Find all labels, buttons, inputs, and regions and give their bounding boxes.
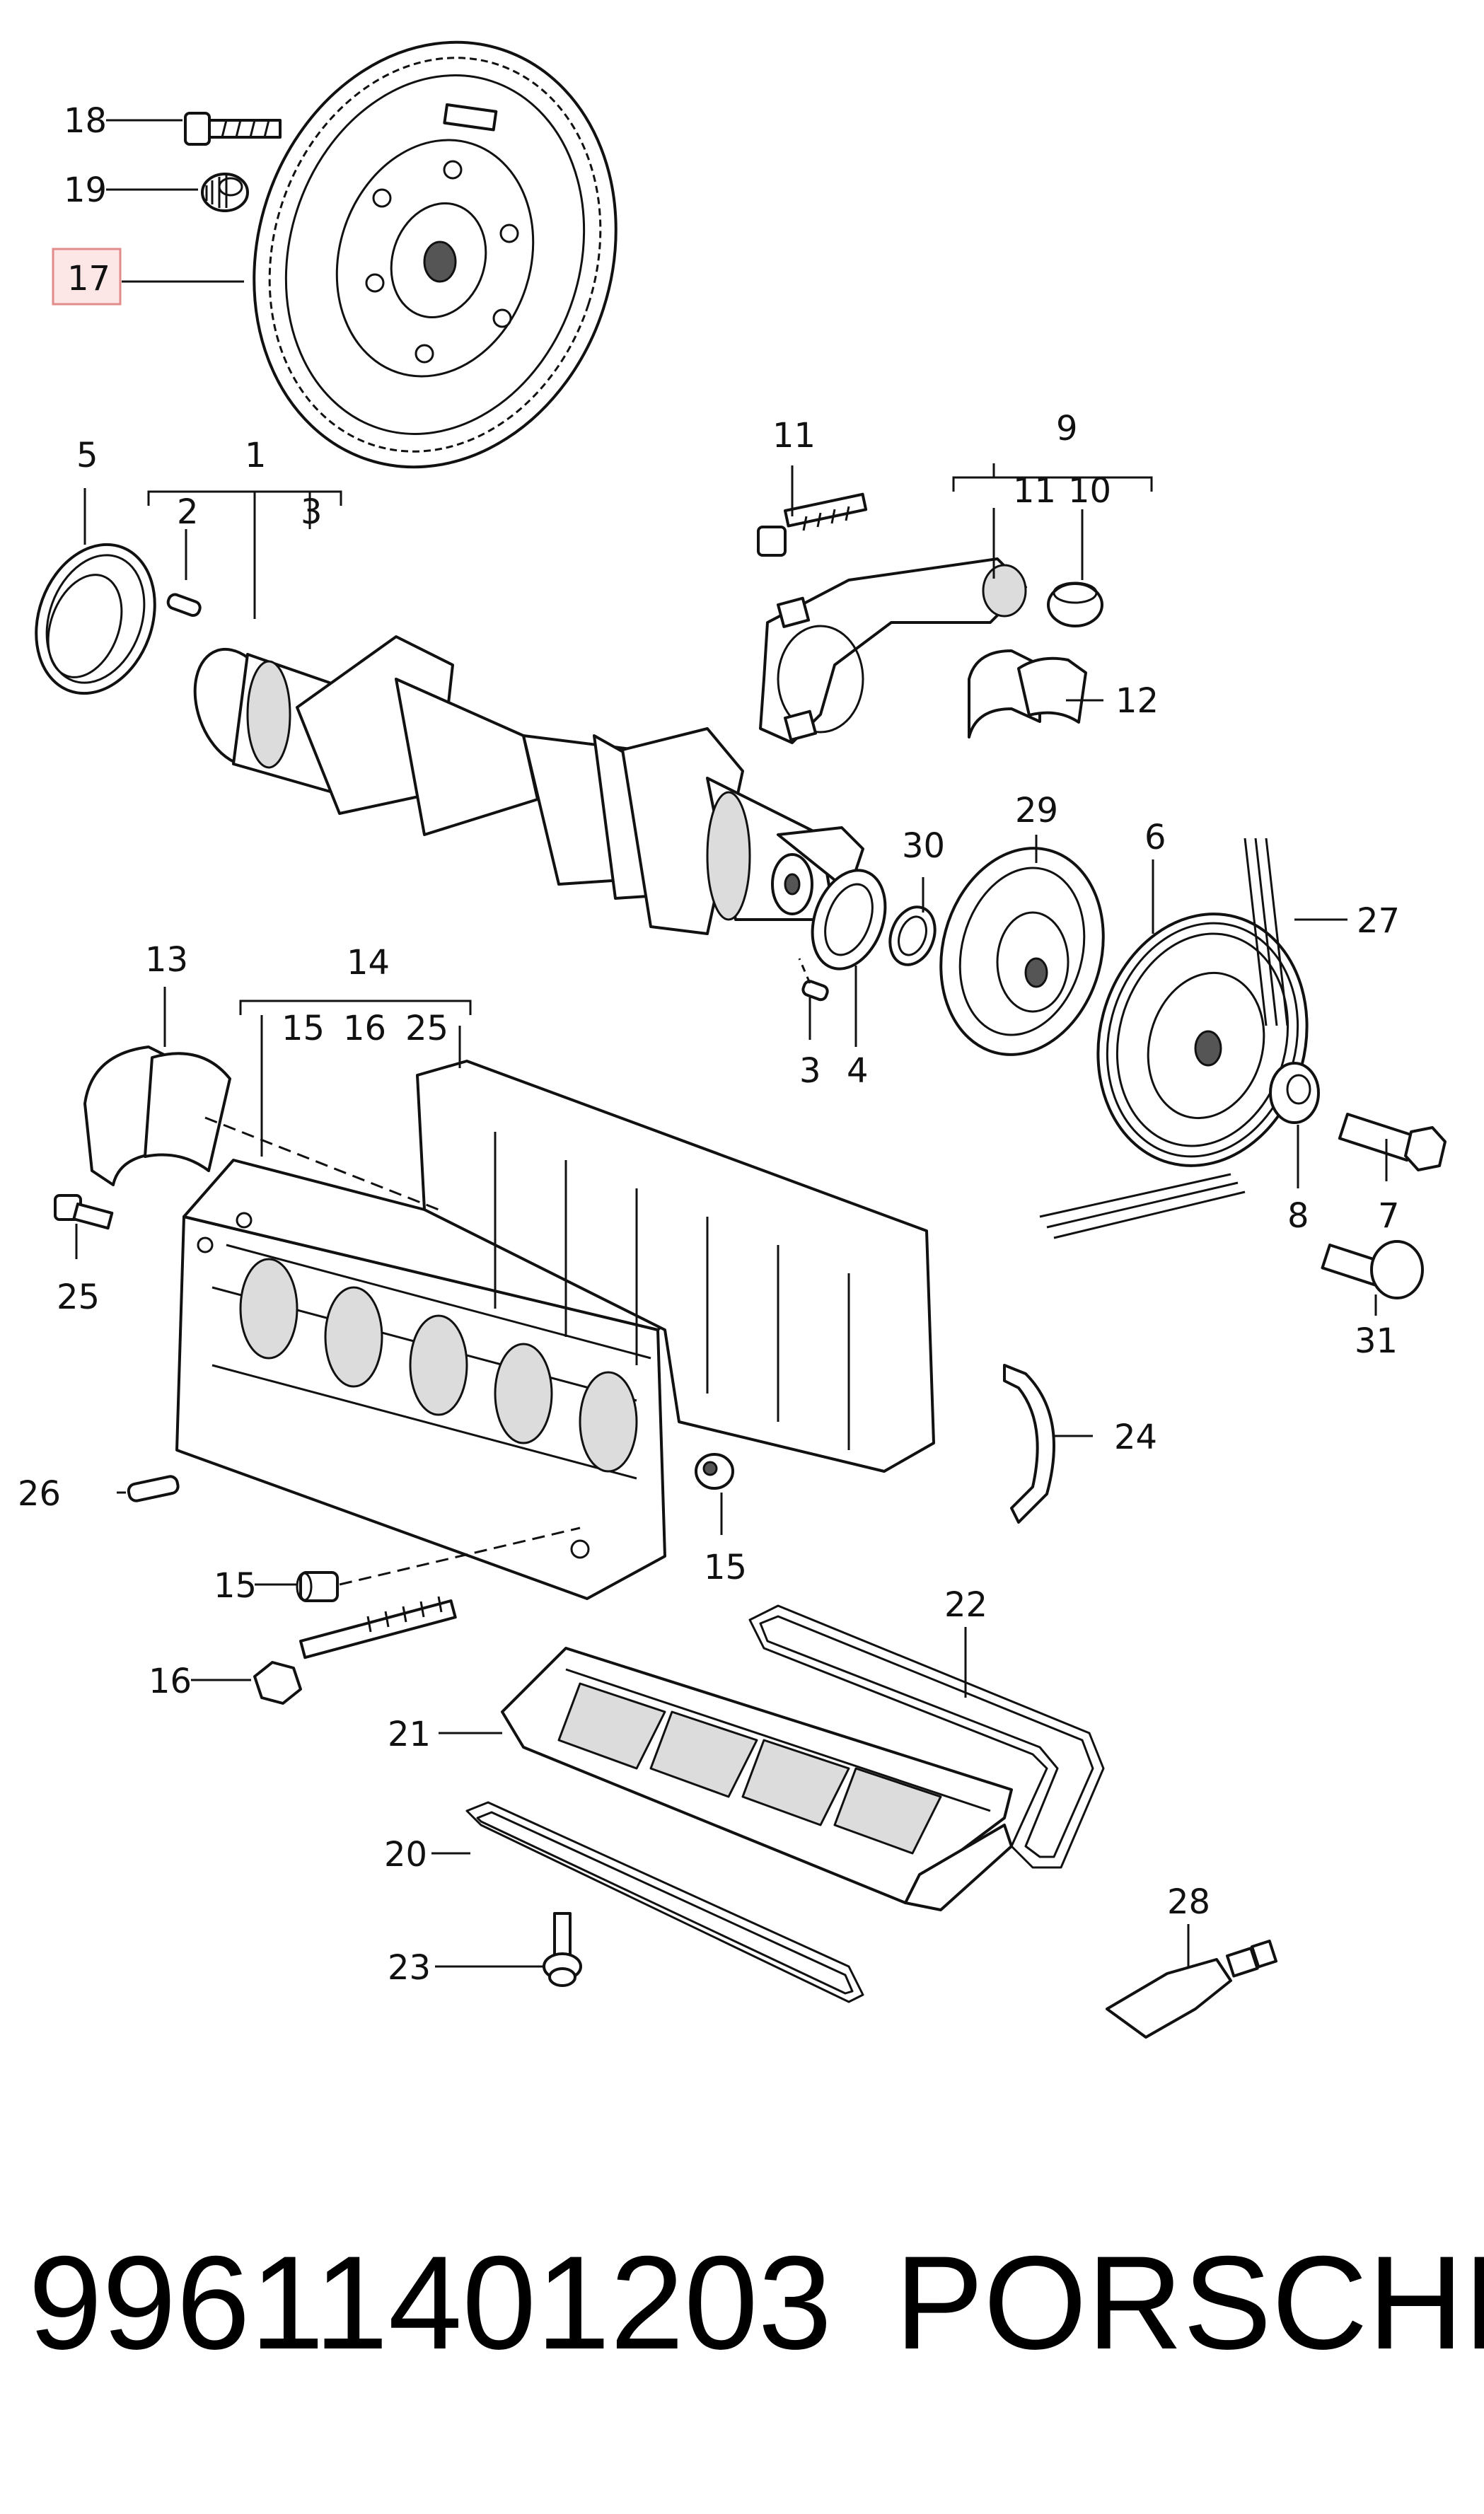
label-11-rod: 11	[1013, 471, 1056, 511]
label-15-left: 15	[214, 1566, 257, 1606]
label-14: 14	[347, 943, 390, 983]
dowel-sleeve[interactable]	[695, 1453, 734, 1490]
oil-jet-stud[interactable]	[54, 1194, 114, 1230]
label-11-bolt: 11	[772, 416, 816, 456]
label-24: 24	[1114, 1418, 1157, 1457]
label-21: 21	[388, 1715, 431, 1754]
oil-pan-gasket-upper[interactable]	[748, 1604, 1105, 1869]
crankcase-through-bolt[interactable]	[253, 1596, 457, 1705]
label-22: 22	[944, 1585, 987, 1625]
conrod-bearing-shells[interactable]	[968, 649, 1087, 738]
flange-bolt[interactable]	[1321, 1240, 1424, 1299]
flywheel-bolt[interactable]	[184, 112, 282, 146]
label-29: 29	[1015, 791, 1058, 830]
label-10: 10	[1068, 471, 1111, 511]
conrod-bolt[interactable]	[757, 492, 868, 557]
label-12: 12	[1115, 681, 1159, 721]
guide-pin[interactable]	[127, 1475, 180, 1502]
crankshaft[interactable]	[180, 635, 864, 935]
label-31: 31	[1355, 1321, 1398, 1361]
sealant-tube[interactable]	[1106, 1939, 1277, 2039]
label-2: 2	[177, 492, 199, 532]
flywheel-bushing[interactable]	[201, 173, 249, 212]
pulley-bolt[interactable]	[1338, 1113, 1447, 1171]
leader-lines	[75, 119, 1388, 1968]
sleeve-insert[interactable]	[296, 1527, 581, 1602]
part-number: 99611401203	[28, 2228, 832, 2377]
main-bearing-shells[interactable]	[83, 1045, 231, 1186]
label-16-bolt: 16	[149, 1662, 192, 1701]
drive-belt[interactable]	[1039, 838, 1289, 1239]
label-25-side: 25	[57, 1278, 100, 1317]
label-15-right: 15	[704, 1548, 747, 1587]
label-4: 4	[847, 1051, 869, 1091]
oil-pan-bolt[interactable]	[543, 1912, 582, 1987]
oil-pan-bottom-section[interactable]	[501, 1647, 1013, 1911]
highlight-box	[52, 248, 122, 306]
connecting-rod[interactable]	[759, 557, 1027, 744]
label-23: 23	[388, 1948, 431, 1988]
flywheel[interactable]	[200, 0, 670, 514]
front-oil-seal[interactable]	[799, 860, 898, 979]
label-8: 8	[1287, 1196, 1309, 1236]
label-18: 18	[64, 101, 107, 141]
rear-oil-seal[interactable]	[16, 528, 175, 710]
locating-pin[interactable]	[798, 958, 829, 1002]
label-5: 5	[76, 436, 98, 475]
label-15-top: 15	[282, 1009, 325, 1048]
crankcase[interactable]	[175, 1060, 935, 1600]
label-16-top: 16	[343, 1009, 386, 1048]
label-19: 19	[64, 170, 107, 210]
small-end-bushing[interactable]	[1047, 581, 1103, 627]
label-3-top: 3	[301, 492, 323, 532]
oil-pan-gasket-lower[interactable]	[465, 1801, 864, 2003]
label-1: 1	[245, 436, 267, 475]
label-26: 26	[18, 1474, 61, 1514]
vibration-damper-hub[interactable]	[919, 830, 1126, 1073]
label-6: 6	[1144, 818, 1166, 857]
label-25-top: 25	[405, 1009, 448, 1048]
label-13: 13	[145, 940, 188, 980]
label-30: 30	[902, 826, 945, 866]
label-9: 9	[1056, 409, 1078, 448]
brand-name: PORSCHE	[895, 2228, 1484, 2377]
label-7: 7	[1378, 1196, 1400, 1236]
label-17[interactable]: 17	[67, 259, 110, 299]
label-27: 27	[1357, 901, 1400, 941]
thrust-ring[interactable]	[882, 900, 942, 971]
label-20: 20	[384, 1835, 427, 1875]
label-28: 28	[1167, 1882, 1210, 1922]
thrust-washer-half[interactable]	[1003, 1364, 1055, 1524]
label-3-bottom: 3	[799, 1051, 821, 1091]
dowel-pin[interactable]	[166, 593, 202, 618]
belt-pulley[interactable]	[1070, 891, 1334, 1190]
pulley-washer[interactable]	[1269, 1062, 1320, 1124]
